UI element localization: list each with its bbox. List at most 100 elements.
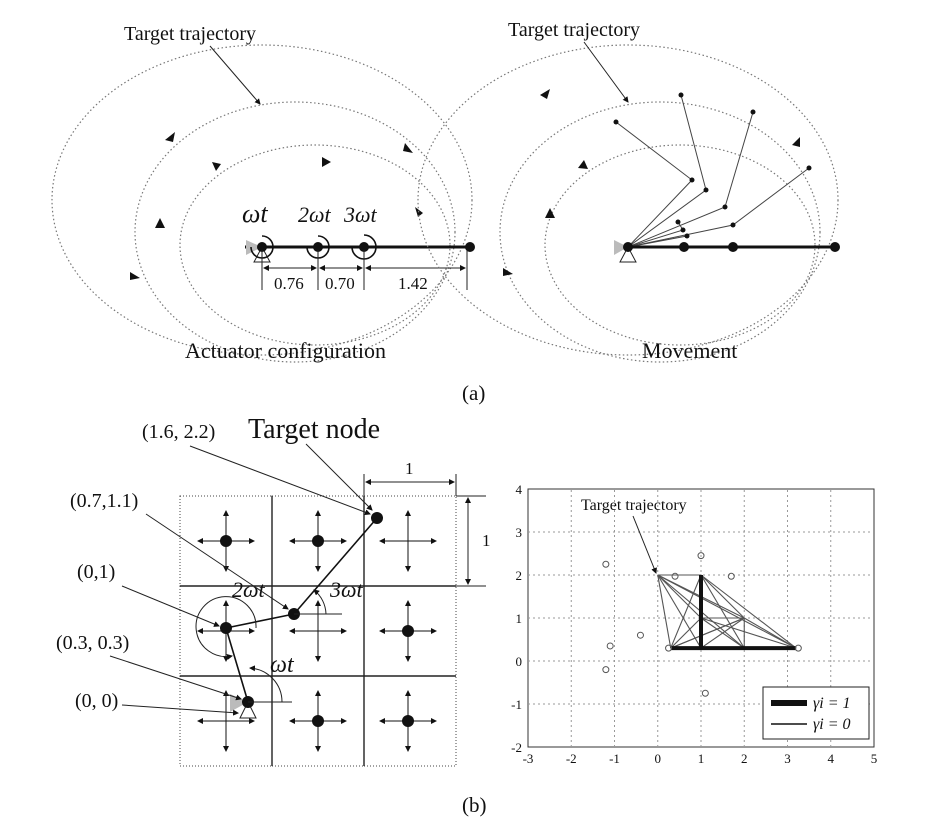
edge-thin (657, 574, 672, 649)
joint-node (257, 242, 267, 252)
cell-width-label: 1 (405, 459, 414, 478)
edge-thin (700, 574, 745, 619)
label-leader (583, 41, 629, 103)
coord-label: (0, 0) (75, 690, 118, 712)
y-tick-label: 3 (516, 525, 523, 540)
edge-thin (657, 574, 702, 649)
cell-node (402, 625, 414, 637)
joint-node (675, 219, 681, 225)
trajectory-point (665, 644, 673, 652)
trajectory-point (701, 689, 709, 697)
panel-b-left: 2ωt 3ωt ωt Target node (1.6, 2.2) (0.7,1… (56, 414, 491, 767)
cell-node (312, 715, 324, 727)
edge-thin (700, 617, 797, 649)
joint-node (830, 242, 840, 252)
trajectory-point (697, 552, 705, 560)
legend-label: γi = 1 (813, 695, 851, 712)
x-tick-label: -1 (609, 751, 620, 766)
y-tick-label: 4 (516, 482, 523, 497)
coord-leader (121, 585, 220, 627)
three-omega-t-label: 3ωt (343, 202, 378, 227)
two-omega-t-label: 2ωt (232, 577, 266, 602)
x-tick-label: 5 (871, 751, 878, 766)
y-tick-label: 0 (516, 654, 523, 669)
y-tick-label: -1 (511, 697, 522, 712)
trajectory-point (794, 644, 802, 652)
coord-leader (121, 704, 239, 716)
joint-node (313, 242, 323, 252)
coord-label: (0,1) (77, 561, 115, 583)
base-shadow (614, 240, 628, 255)
trajectory-small (544, 144, 816, 346)
legend-label: γi = 0 (813, 716, 851, 733)
target-node (371, 512, 383, 524)
omega-t-label: ωt (270, 652, 295, 678)
label-leader (209, 45, 261, 105)
cell-node (312, 535, 324, 547)
panel-a-label: (a) (462, 381, 485, 405)
trajectory-point (606, 642, 614, 650)
edge-thin (670, 617, 745, 649)
rotation-symbol (306, 235, 330, 259)
chart-legend: γi = 1 γi = 0 (762, 686, 870, 740)
angle-arc (249, 665, 283, 703)
edge-thin (700, 574, 797, 649)
link (225, 613, 295, 629)
direction-arrow (130, 272, 140, 280)
caption-actuator: Actuator configuration (185, 338, 386, 363)
angle-arc (313, 589, 327, 615)
direction-arrow (503, 268, 513, 276)
joint-node (465, 242, 475, 252)
target-trajectory-label: Target trajectory (124, 23, 256, 45)
x-tick-label: -3 (523, 751, 534, 766)
trajectory-point (602, 666, 610, 674)
dim-label: 0.70 (325, 274, 355, 293)
direction-arrow (212, 162, 221, 171)
chart-grid (528, 489, 874, 747)
target-trajectory-label: Target trajectory (508, 19, 640, 41)
x-tick-label: 1 (698, 751, 705, 766)
base-triangle (239, 700, 257, 719)
trajectory-medium (134, 101, 456, 363)
edge-thin (657, 574, 702, 619)
coord-leader (189, 445, 371, 516)
joint-node (623, 242, 633, 252)
joint-node (722, 204, 728, 210)
trajectory-point (671, 572, 679, 580)
omega-t-label: ωt (242, 199, 268, 228)
panel-a-left: Target trajectory ωt 2ωt 3ωt 0.76 0.70 1… (51, 23, 475, 363)
base-shadow (230, 694, 248, 712)
cell-height-label: 1 (482, 531, 491, 550)
joint-node (359, 242, 369, 252)
y-tick-label: 1 (516, 611, 523, 626)
trajectory-medium (499, 101, 821, 363)
direction-arrow (578, 160, 588, 169)
cross-arrows (197, 510, 437, 752)
y-tick-label: 2 (516, 568, 523, 583)
label-leader (305, 443, 373, 511)
trajectory-point (602, 560, 610, 568)
edge-thin (670, 574, 702, 649)
dim-label: 0.76 (274, 274, 304, 293)
direction-arrow (403, 143, 413, 153)
link (293, 517, 378, 615)
x-tick-label: 2 (741, 751, 748, 766)
coord-label: (0.3, 0.3) (56, 632, 129, 654)
edge-thin (700, 617, 745, 649)
annotation-leader (632, 515, 657, 574)
joint-node (689, 177, 695, 183)
chart-points (602, 552, 802, 697)
legend-box (762, 686, 870, 740)
joint-node (220, 622, 232, 634)
trajectory-large (417, 44, 839, 356)
x-tick-label: -2 (566, 751, 577, 766)
cell-node (402, 715, 414, 727)
edge-thin (700, 574, 745, 649)
panel-b-label: (b) (462, 793, 487, 817)
trajectory-point (636, 631, 644, 639)
direction-arrow (545, 208, 555, 218)
edge-thin (743, 617, 797, 649)
link (225, 627, 249, 703)
